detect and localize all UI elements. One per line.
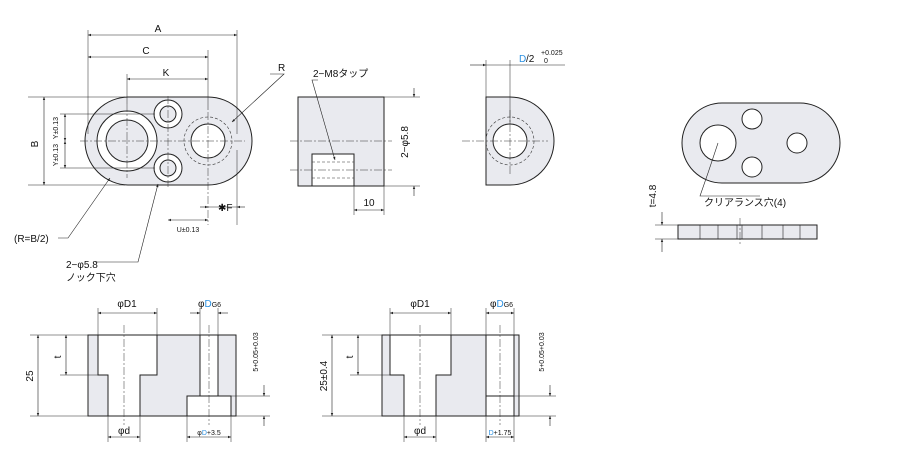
clearance-plate-view: クリアランス穴(4) t=4.8 [648, 102, 841, 252]
sec-right-bottom-rest: +1.75 [494, 430, 512, 437]
dim-R-label: R [278, 63, 285, 74]
note-dowel-line1: 2−φ5.8 [66, 260, 98, 271]
sec-left-t: t [53, 355, 64, 358]
dim-Y-upper-label: Y±0.13 [53, 117, 60, 139]
sec-left-DG6-g: G6 [212, 302, 221, 309]
top-view: A C K R B Y±0.13 Y±0.13 U±0.13 ✱F (R=B/2… [14, 24, 285, 284]
clearance-hole-label: クリアランス穴(4) [704, 196, 786, 209]
sec-left-DG6-d: D [204, 299, 211, 310]
end-label-d: D [519, 54, 526, 65]
sec-right-DG6-d: D [496, 299, 503, 310]
side-view: 2−φ5.8 2−M8タップ 10 [290, 68, 420, 215]
clearance-hole-upper [741, 108, 763, 130]
side-dim-10: 10 [363, 198, 375, 209]
end-view: D /2 +0.025 0 [462, 50, 565, 186]
sec-left-DG6: φDG6 [198, 299, 221, 310]
sec-left-bottom-phi: φ [197, 430, 202, 437]
end-tol-upper: +0.025 [541, 50, 563, 57]
sec-left-bottom-dim: φD+3.5 [197, 430, 221, 437]
sec-left-d: φd [118, 426, 130, 437]
sec-right-bottom-dim: D+1.75 [489, 430, 512, 437]
dim-K-label: K [163, 68, 170, 79]
sec-left-bottom-rest: +3.5 [207, 430, 221, 437]
sec-right-t: t [345, 355, 356, 358]
sec-right-tol: 5+0.05+0.03 [539, 332, 546, 371]
sec-left-tol: 5+0.05+0.03 [253, 332, 260, 371]
sec-left-bottom-d: D [202, 430, 207, 437]
sec-right-DG6: φDG6 [490, 299, 513, 310]
sec-left-height: 25 [25, 370, 36, 382]
sec-left-DG6-phi: φ [198, 299, 205, 310]
dim-F-label: ✱F [218, 203, 233, 214]
clearance-plate-outline [681, 102, 841, 184]
end-tol-lower: 0 [544, 58, 548, 65]
sec-right-DG6-phi: φ [490, 299, 497, 310]
section-right: φD1 φDG6 25±0.4 t 5+0.05+0.03 φd D+1.75 [319, 299, 556, 442]
sec-right-d: φd [414, 426, 426, 437]
sec-right-DG6-g: G6 [504, 302, 513, 309]
clearance-t-label: t=4.8 [648, 184, 659, 207]
clearance-hole-right [786, 132, 808, 154]
end-label-rest: /2 [526, 54, 535, 65]
sec-left-D1: φD1 [117, 299, 137, 310]
dim-A-label: A [155, 24, 162, 35]
dim-U-label: U±0.13 [177, 227, 200, 234]
sec-right-bottom-d: D [489, 430, 494, 437]
dim-C-label: C [142, 46, 149, 57]
note-dowel-line2: ノック下穴 [66, 271, 116, 284]
note-radius: (R=B/2) [14, 234, 49, 245]
side-hole-label: 2−φ5.8 [400, 126, 411, 158]
dim-Y-lower-label: Y±0.13 [53, 144, 60, 166]
dim-B-label: B [30, 140, 41, 147]
clearance-hole-lower [741, 156, 763, 178]
sec-right-height: 25±0.4 [319, 360, 330, 391]
section-left: φD1 φDG6 25 t 5+0.05+0.03 φd φD+3.5 [25, 299, 270, 442]
side-tap-label: 2−M8タップ [313, 68, 368, 80]
clearance-plate-edge [677, 224, 818, 240]
sec-right-D1: φD1 [410, 299, 430, 310]
